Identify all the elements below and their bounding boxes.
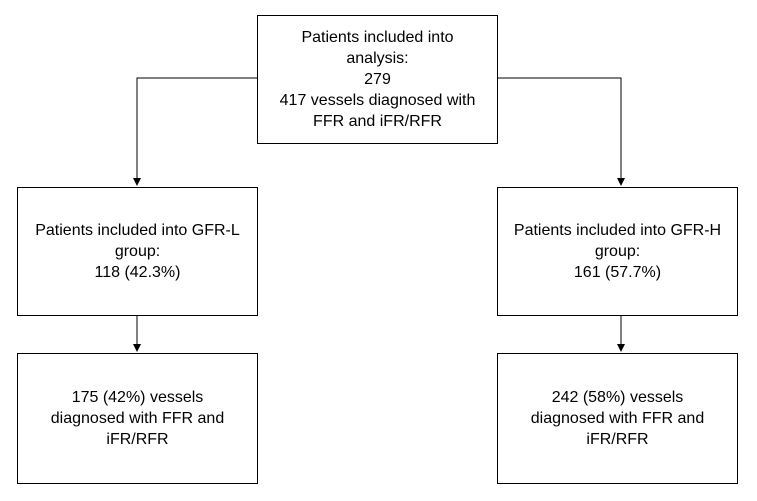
gfr-h-count: 161 (57.7%) bbox=[573, 264, 662, 281]
gfr-l-vessels-box: 175 (42%) vessels diagnosed with FFR and… bbox=[17, 353, 258, 484]
analysis-line-4: 417 vessels diagnosed with bbox=[279, 92, 476, 109]
gfr-l-vessels-line-2: diagnosed with FFR and bbox=[50, 410, 225, 427]
connector-top-to-left bbox=[133, 77, 257, 186]
gfr-h-line-1: Patients included into GFR-H bbox=[513, 222, 722, 239]
gfr-h-vessels-box: 242 (58%) vessels diagnosed with FFR and… bbox=[497, 353, 738, 484]
gfr-l-vessels-line-3: iFR/RFR bbox=[106, 431, 169, 448]
gfr-h-vessels-line-3: iFR/RFR bbox=[586, 431, 649, 448]
analysis-line-5: FFR and iFR/RFR bbox=[313, 113, 442, 130]
analysis-line-2: analysis: bbox=[346, 50, 409, 67]
analysis-line-1: Patients included into bbox=[301, 29, 454, 46]
analysis-box: Patients included into analysis: 279 417… bbox=[257, 15, 498, 144]
gfr-l-count: 118 (42.3%) bbox=[94, 264, 181, 281]
gfr-l-group-box: Patients included into GFR-L group: 118 … bbox=[17, 187, 258, 316]
gfr-l-vessels-line-1: 175 (42%) vessels bbox=[71, 389, 204, 406]
gfr-l-line-2: group: bbox=[114, 243, 161, 260]
connector-top-to-right bbox=[498, 77, 625, 186]
gfr-h-group-box: Patients included into GFR-H group: 161 … bbox=[497, 187, 738, 316]
gfr-h-vessels-line-1: 242 (58%) vessels bbox=[551, 389, 684, 406]
analysis-patient-count: 279 bbox=[364, 71, 391, 88]
gfr-h-line-2: group: bbox=[594, 243, 641, 260]
gfr-h-vessels-line-2: diagnosed with FFR and bbox=[530, 410, 705, 427]
gfr-l-line-1: Patients included into GFR-L bbox=[35, 222, 240, 239]
